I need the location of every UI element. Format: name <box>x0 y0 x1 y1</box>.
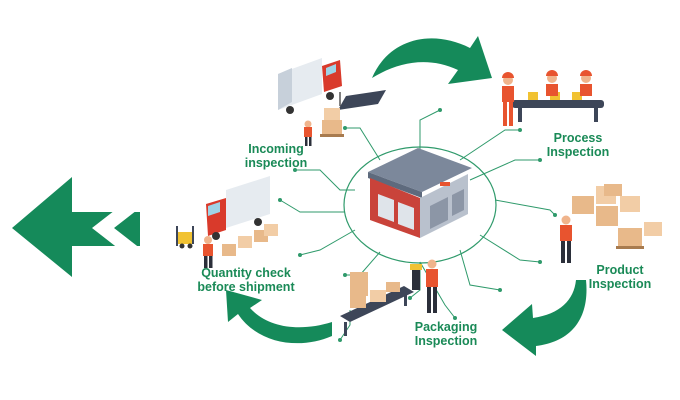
flow-arrow-right-icon <box>502 280 587 356</box>
product-worker-icon <box>560 215 572 263</box>
stage-label-incoming-line2: inspection <box>244 156 308 170</box>
shipment-truck-icon <box>206 176 270 240</box>
flow-arrow-top-icon <box>372 36 492 84</box>
stage-label-process-line2: Inspection <box>546 145 610 159</box>
forklift-icon <box>176 226 194 249</box>
stage-label-process-line1: Process <box>553 131 603 145</box>
process-worker-3-icon <box>580 70 592 96</box>
product-boxes-icon <box>572 184 662 249</box>
stage-label-shipment-line1: Quantity check <box>201 266 291 280</box>
incoming-worker-icon <box>304 120 312 146</box>
process-worker-2-icon <box>546 70 558 96</box>
stage-label-packaging-line2: Inspection <box>414 334 478 348</box>
stage-label-product-line1: Product <box>596 263 644 277</box>
packaging-conveyor-icon <box>340 264 422 336</box>
loading-ramp-icon <box>338 90 386 110</box>
stage-label-packaging: Packaging Inspection <box>406 320 486 348</box>
incoming-truck-icon <box>278 58 342 114</box>
hub-connection-lines <box>279 109 556 341</box>
incoming-boxes-icon <box>320 108 344 137</box>
hub-ring <box>343 146 497 264</box>
stage-label-process: Process Inspection <box>538 131 618 159</box>
stage-label-product: Product Inspection <box>580 263 660 291</box>
hub-connection-dots <box>278 108 557 342</box>
process-worker-1-icon <box>502 72 514 126</box>
flow-arrow-bottom-icon <box>226 290 332 344</box>
stage-label-packaging-line1: Packaging <box>414 320 478 334</box>
warehouse-icon <box>368 148 472 238</box>
packaging-worker-icon <box>426 259 438 313</box>
stage-label-shipment: Quantity check before shipment <box>186 266 306 294</box>
stage-label-incoming-line1: Incoming <box>248 142 304 156</box>
shipment-boxes-icon <box>222 224 278 256</box>
stage-label-shipment-line2: before shipment <box>197 280 295 294</box>
shipment-worker-icon <box>203 236 213 268</box>
process-line-icon <box>512 92 604 122</box>
stage-label-incoming: Incoming inspection <box>236 142 316 170</box>
stage-label-product-line2: Inspection <box>588 277 652 291</box>
back-arrow-icon <box>12 177 150 277</box>
